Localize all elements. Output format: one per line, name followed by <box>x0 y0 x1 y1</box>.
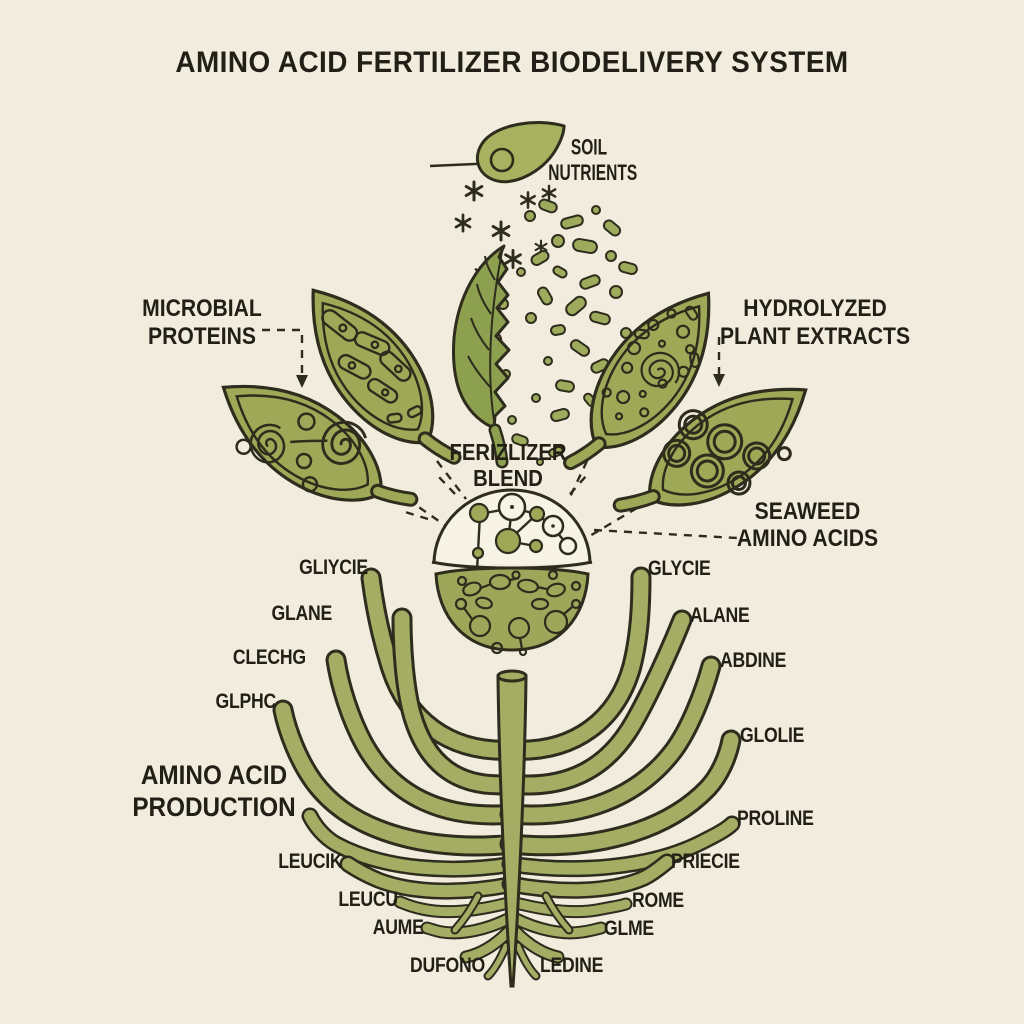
soil-nutrient-leaf-icon <box>429 121 566 184</box>
stem-connector-right-lower <box>587 506 638 539</box>
root-label-left-1: GLANE <box>271 602 333 625</box>
root-label-left-5: LEUCU <box>338 888 398 911</box>
root-label-right-2: ABDINE <box>720 649 787 672</box>
root-system-icon <box>272 566 742 988</box>
root-label-right-1: ALANE <box>690 604 750 627</box>
soil-nutrients-label: SOIL NUTRIENTS <box>548 135 638 185</box>
seaweed-leaf-rings-icon <box>612 355 831 534</box>
root-label-right-4: PROLINE <box>737 807 814 830</box>
microbial-leaf-spirals-icon <box>199 352 419 529</box>
root-label-left-0: GLIYCIE <box>299 556 368 579</box>
root-label-left-6: AUME <box>373 916 424 939</box>
decomposing-leaf-icon <box>452 244 511 469</box>
extract-blobs <box>601 305 701 421</box>
extract-leaf-blobs-icon <box>562 268 743 473</box>
microbial-arrowhead-icon <box>296 375 308 388</box>
root-label-left-2: CLECHG <box>233 646 306 669</box>
cell-rings <box>662 409 792 496</box>
bowl-molecules <box>454 569 582 657</box>
root-label-right-6: ROME <box>632 889 684 912</box>
fertilizer-blend-label: FERIZLIZER BLEND <box>449 439 567 491</box>
root-label-right-3: GLOLIE <box>740 724 805 747</box>
microbial-leaf-capsules-icon <box>279 264 462 468</box>
root-label-right-0: GLYCIE <box>648 557 711 580</box>
page-title: AMINO ACID FERTILIZER BIODELIVERY SYSTEM <box>175 46 849 79</box>
hydrolyzed-arrowhead-icon <box>713 374 725 387</box>
fertilizer-dome-icon <box>431 488 593 577</box>
root-label-left-4: LEUCIK <box>277 850 342 873</box>
hydrolyzed-plant-extracts-label: HYDROLYZED PLANT EXTRACTS <box>719 295 911 350</box>
root-label-right-8: LEDINE <box>540 954 604 977</box>
root-label-right-5: PRIECIE <box>671 850 740 873</box>
root-label-left-7: DUFONO <box>410 954 485 977</box>
root-label-right-7: GLME <box>604 917 654 940</box>
dome-rays <box>401 460 738 540</box>
microbial-proteins-label: MICROBIAL PROTEINS <box>142 295 262 350</box>
fertilizer-bowl-icon <box>434 566 590 657</box>
trunk <box>496 669 528 988</box>
stem-connector-right-upper <box>568 460 589 498</box>
spiral-cultures <box>235 412 373 493</box>
stem-connector-left-upper <box>436 460 467 500</box>
molecule-cluster-icon <box>468 492 578 577</box>
bacteria-capsules <box>321 309 423 424</box>
seaweed-amino-acids-label: SEAWEED AMINO ACIDS <box>736 498 879 552</box>
root-label-left-3: GLPHC <box>215 690 277 713</box>
amino-acid-production-label: AMINO ACID PRODUCTION <box>132 760 296 822</box>
